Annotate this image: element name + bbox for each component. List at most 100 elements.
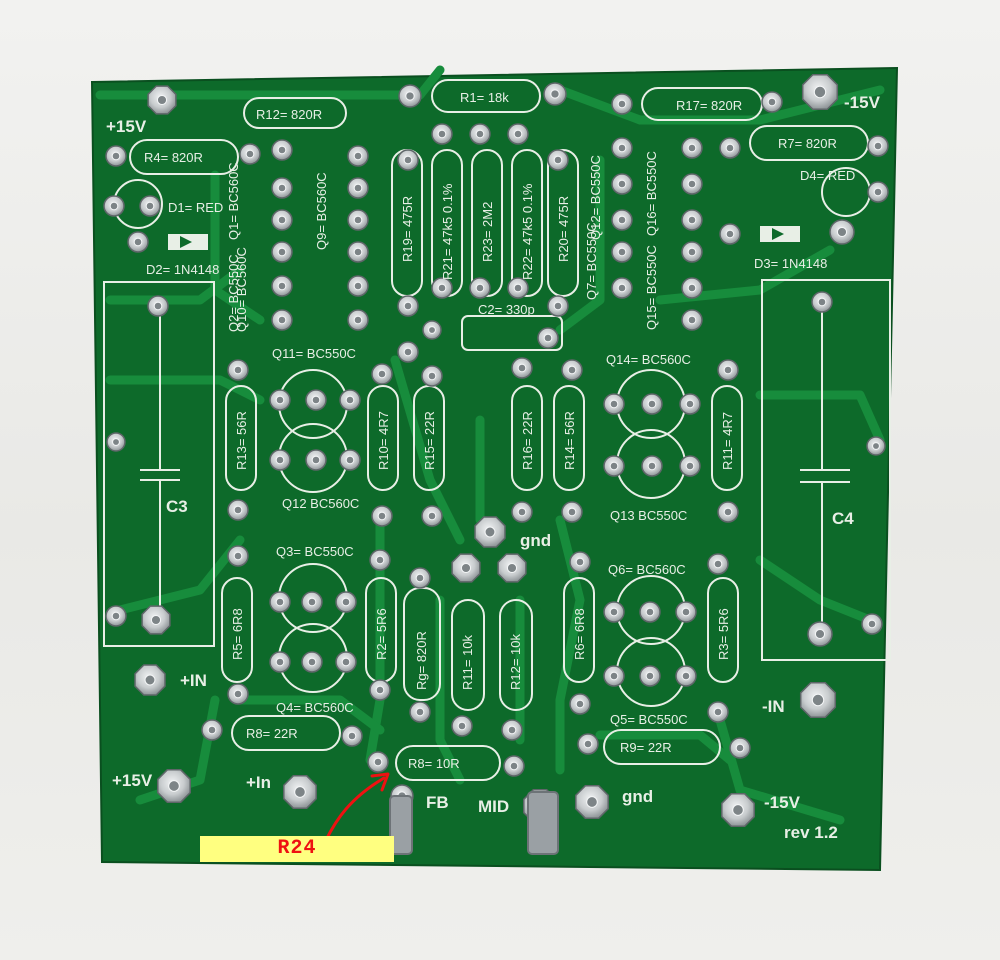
label-r8-22r: R8= 22R (246, 726, 298, 741)
drill-hole (609, 399, 619, 409)
drill-hole (617, 215, 627, 225)
drill-hole (277, 247, 287, 257)
label-minus15v-bottom: -15V (764, 793, 801, 812)
label-q12-top: Q12= BC550C (588, 155, 603, 240)
drill-hole (813, 85, 827, 99)
label-r6-6r8: R6= 6R8 (572, 608, 587, 660)
drill-hole (427, 511, 437, 521)
drill-hole (233, 365, 243, 375)
drill-hole (517, 363, 527, 373)
label-r8-10r: R8= 10R (408, 756, 460, 771)
label-r22-47k5: R22= 47k5 0.1% (520, 183, 535, 280)
drill-hole (517, 507, 527, 517)
label-q15: Q15= BC550C (644, 245, 659, 330)
drill-hole (735, 743, 745, 753)
label-r11-4r7: R11= 4R7 (720, 412, 735, 470)
label-r2-5r6: R2= 5R6 (374, 608, 389, 660)
label-plus15v-top: +15V (106, 117, 147, 136)
drill-hole (817, 297, 827, 307)
drill-hole (245, 149, 255, 159)
drill-hole (575, 557, 585, 567)
label-r7-820r: R7= 820R (778, 136, 837, 151)
drill-hole (725, 229, 735, 239)
label-r3-5r6: R3= 5R6 (716, 608, 731, 660)
drill-hole (353, 247, 363, 257)
label-q9: Q9= BC560C (314, 172, 329, 250)
drill-hole (347, 731, 357, 741)
label-d3: D3= 1N4148 (754, 256, 827, 271)
drill-hole (475, 129, 485, 139)
drill-hole (111, 611, 121, 621)
label-q14: Q14= BC560C (606, 352, 691, 367)
drill-hole (405, 91, 415, 101)
label-mid: MID (478, 797, 509, 816)
label-q12: Q12 BC560C (282, 496, 359, 511)
callout-arrowhead (370, 772, 390, 792)
label-r9-22r: R9= 22R (620, 740, 672, 755)
drill-hole (427, 371, 437, 381)
drill-hole (353, 183, 363, 193)
drill-hole (277, 281, 287, 291)
drill-hole (507, 725, 517, 735)
drill-hole (681, 607, 691, 617)
drill-hole (583, 739, 593, 749)
r24-callout-label: R24 (200, 836, 394, 862)
drill-hole (814, 628, 826, 640)
drill-hole (506, 562, 518, 574)
drill-hole (277, 215, 287, 225)
drill-hole (873, 141, 883, 151)
label-revision: rev 1.2 (784, 823, 838, 842)
label-r15-22r: R15= 22R (422, 411, 437, 470)
drill-hole (836, 226, 848, 238)
label-r21-47k5: R21= 47k5 0.1% (440, 183, 455, 280)
drill-hole (373, 757, 383, 767)
drill-hole (150, 614, 162, 626)
label-c2: C2= 330p (478, 302, 535, 317)
label-plus-in-lower: +In (246, 773, 271, 792)
pcb-board (90, 66, 899, 872)
drill-hole (687, 215, 697, 225)
drill-hole (687, 143, 697, 153)
drill-hole (513, 129, 523, 139)
drill-hole (428, 326, 436, 334)
drill-hole (275, 657, 285, 667)
drill-hole (311, 395, 321, 405)
label-q11: Q11= BC550C (272, 346, 356, 361)
label-q1: Q1= BC560C (226, 162, 241, 240)
drill-hole (767, 97, 777, 107)
label-r19-475r: R19= 475R (400, 196, 415, 262)
drill-hole (403, 347, 413, 357)
drill-hole (647, 399, 657, 409)
drill-hole (553, 301, 563, 311)
drill-hole (311, 455, 321, 465)
drill-hole (553, 155, 563, 165)
drill-hole (873, 187, 883, 197)
label-r5-6r8: R5= 6R8 (230, 608, 245, 660)
label-r12-820r: R12= 820R (256, 107, 322, 122)
label-r1-18k: R1= 18k (460, 90, 509, 105)
drill-hole (617, 179, 627, 189)
drill-hole (567, 507, 577, 517)
drill-hole (617, 247, 627, 257)
drill-hole (277, 145, 287, 155)
label-q3: Q3= BC550C (276, 544, 354, 559)
label-d4: D4= RED (800, 168, 855, 183)
drill-hole (543, 333, 553, 343)
drill-hole (437, 129, 447, 139)
drill-hole (375, 685, 385, 695)
label-r23-2m2: R23= 2M2 (480, 202, 495, 262)
drill-hole (233, 689, 243, 699)
drill-hole (575, 699, 585, 709)
drill-hole (609, 671, 619, 681)
drill-hole (341, 597, 351, 607)
label-minus15v-top: -15V (844, 93, 881, 112)
label-rg-820r: Rg= 820R (414, 631, 429, 690)
drill-hole (685, 399, 695, 409)
drill-hole (156, 94, 168, 106)
label-minus-in: -IN (762, 697, 785, 716)
label-q10: Q10= BC560C (234, 247, 249, 332)
label-r16-22r: R16= 22R (520, 411, 535, 470)
drill-hole (377, 369, 387, 379)
drill-hole (725, 143, 735, 153)
